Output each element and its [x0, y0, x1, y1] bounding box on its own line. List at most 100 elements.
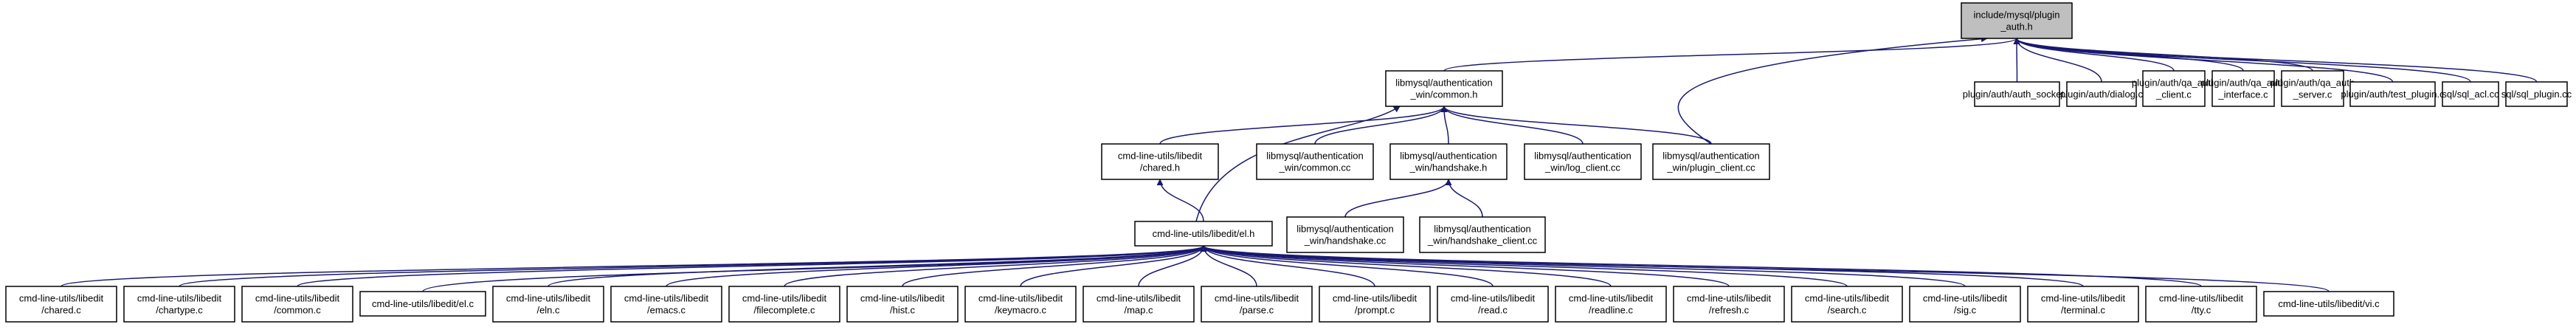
- node-box: [2281, 70, 2344, 107]
- edge-win-plugin-client-cc-to-plugin-auth-h: [1677, 35, 1988, 145]
- node-win-handshake-h[interactable]: libmysql/authentication_win/handshake.h: [1389, 143, 1508, 180]
- edge-sig-c-to-el-h: [1200, 245, 1966, 287]
- node-label: _win/handshake.cc: [1304, 235, 1387, 247]
- edge-eln-c-to-el-h: [548, 245, 1207, 287]
- node-plugin-auth-h[interactable]: include/mysql/plugin_auth.h: [1961, 2, 2073, 39]
- node-label: /chared.h: [1140, 162, 1180, 173]
- node-eln-c[interactable]: cmd-line-utils/libedit/eln.c: [492, 286, 604, 323]
- node-test-plugin-c[interactable]: plugin/auth/test_plugin.c: [2341, 81, 2445, 107]
- node-label: cmd-line-utils/libedit: [1805, 293, 1890, 304]
- node-map-c[interactable]: cmd-line-utils/libedit/map.c: [1082, 286, 1195, 323]
- edge-search-c-to-el-h: [1200, 245, 1848, 287]
- edge-read-c-to-el-h: [1200, 245, 1494, 287]
- node-emacs-c[interactable]: cmd-line-utils/libedit/emacs.c: [610, 286, 722, 323]
- node-win-log-client-cc[interactable]: libmysql/authentication_win/log_client.c…: [1524, 143, 1642, 180]
- node-label: libmysql/authentication: [1662, 151, 1760, 162]
- node-label: cmd-line-utils/libedit: [2159, 293, 2244, 304]
- node-qa-auth-interface-c[interactable]: plugin/auth/qa_auth_interface.c: [2201, 70, 2285, 107]
- node-el-c[interactable]: cmd-line-utils/libedit/el.c: [359, 291, 486, 317]
- node-common-c[interactable]: cmd-line-utils/libedit/common.c: [241, 286, 353, 323]
- node-label: /search.c: [1828, 305, 1867, 316]
- node-box: [1385, 70, 1503, 107]
- node-tty-c[interactable]: cmd-line-utils/libedit/tty.c: [2145, 286, 2257, 323]
- node-filecomplete-c[interactable]: cmd-line-utils/libedit/filecomplete.c: [728, 286, 840, 323]
- node-win-plugin-client-cc[interactable]: libmysql/authentication_win/plugin_clien…: [1652, 143, 1770, 180]
- node-label: sql/sql_plugin.cc: [2501, 89, 2572, 100]
- edge-el-h-to-win-common-h: [1195, 106, 1401, 222]
- node-label: cmd-line-utils/libedit: [1569, 293, 1654, 304]
- node-label: cmd-line-utils/libedit: [19, 293, 104, 304]
- node-win-handshake-cc[interactable]: libmysql/authentication_win/handshake.cc: [1286, 216, 1404, 253]
- node-label: plugin/auth/auth_socket.c: [1963, 89, 2072, 100]
- node-keymacro-c[interactable]: cmd-line-utils/libedit/keymacro.c: [964, 286, 1077, 323]
- node-win-common-h[interactable]: libmysql/authentication_win/common.h: [1385, 70, 1503, 107]
- node-search-c[interactable]: cmd-line-utils/libedit/search.c: [1791, 286, 1903, 323]
- node-dialog-c[interactable]: plugin/auth/dialog.c: [2060, 81, 2144, 107]
- node-box: [1673, 286, 1785, 323]
- node-label: libmysql/authentication: [1534, 151, 1631, 162]
- node-label: cmd-line-utils/libedit: [137, 293, 222, 304]
- node-label: libmysql/authentication: [1266, 151, 1364, 162]
- edge-common-c-to-el-h: [297, 245, 1207, 287]
- node-label: /chared.c: [41, 305, 81, 316]
- node-refresh-c[interactable]: cmd-line-utils/libedit/refresh.c: [1673, 286, 1785, 323]
- node-label: cmd-line-utils/libedit/el.h: [1153, 228, 1255, 239]
- node-box: [1974, 81, 2060, 107]
- node-box: [1082, 286, 1195, 323]
- node-label: cmd-line-utils/libedit/vi.c: [2278, 298, 2380, 309]
- edge-el-h-to-chared-h: [1156, 179, 1204, 222]
- node-label: cmd-line-utils/libedit: [2041, 293, 2126, 304]
- node-label: cmd-line-utils/libedit: [255, 293, 340, 304]
- edges-layer: [61, 35, 2538, 292]
- node-label: /hist.c: [890, 305, 915, 316]
- node-box: [1961, 2, 2073, 39]
- node-prompt-c[interactable]: cmd-line-utils/libedit/prompt.c: [1319, 286, 1431, 323]
- node-win-common-cc[interactable]: libmysql/authentication_win/common.cc: [1256, 143, 1374, 180]
- node-readline-c[interactable]: cmd-line-utils/libedit/readline.c: [1555, 286, 1667, 323]
- node-chared-h[interactable]: cmd-line-utils/libedit/chared.h: [1101, 143, 1219, 180]
- edge-vi-c-to-el-h: [1200, 245, 2330, 292]
- node-box: [964, 286, 1077, 323]
- node-box: [1909, 286, 2021, 323]
- node-chared-c[interactable]: cmd-line-utils/libedit/chared.c: [5, 286, 117, 323]
- node-box: [846, 286, 959, 323]
- node-terminal-c[interactable]: cmd-line-utils/libedit/terminal.c: [2027, 286, 2139, 323]
- node-label: /eln.c: [536, 305, 560, 316]
- node-win-handshake-client-cc[interactable]: libmysql/authentication_win/handshake_cl…: [1419, 216, 1546, 253]
- node-qa-auth-server-c[interactable]: plugin/auth/qa_auth_server.c: [2271, 70, 2355, 107]
- node-label: /chartype.c: [156, 305, 203, 316]
- node-el-h[interactable]: cmd-line-utils/libedit/el.h: [1134, 221, 1273, 247]
- node-sql-plugin-cc[interactable]: sql/sql_plugin.cc: [2501, 81, 2572, 107]
- node-label: _win/handshake.h: [1409, 162, 1488, 173]
- edge-emacs-c-to-el-h: [666, 245, 1207, 287]
- node-box: [2505, 81, 2568, 107]
- node-label: libmysql/authentication: [1395, 78, 1493, 89]
- edge-tty-c-to-el-h: [1200, 245, 2202, 287]
- node-hist-c[interactable]: cmd-line-utils/libedit/hist.c: [846, 286, 959, 323]
- node-sql-acl-cc[interactable]: sql/sql_acl.cc: [2442, 81, 2499, 107]
- edge-chared-h-to-win-common-h: [1159, 106, 1448, 145]
- node-parse-c[interactable]: cmd-line-utils/libedit/parse.c: [1201, 286, 1313, 323]
- node-box: [2145, 286, 2257, 323]
- edge-win-plugin-client-cc-to-win-common-h: [1440, 106, 1712, 145]
- node-label: cmd-line-utils/libedit: [1333, 293, 1418, 304]
- node-label: _server.c: [2293, 89, 2332, 100]
- node-box: [2066, 81, 2137, 107]
- edge-win-handshake-client-cc-to-win-handshake-h: [1445, 179, 1483, 218]
- node-read-c[interactable]: cmd-line-utils/libedit/read.c: [1437, 286, 1549, 323]
- node-box: [1201, 286, 1313, 323]
- node-chartype-c[interactable]: cmd-line-utils/libedit/chartype.c: [123, 286, 235, 323]
- node-label: cmd-line-utils/libedit: [860, 293, 945, 304]
- edge-prompt-c-to-el-h: [1200, 245, 1375, 287]
- node-sig-c[interactable]: cmd-line-utils/libedit/sig.c: [1909, 286, 2021, 323]
- node-label: cmd-line-utils/libedit: [978, 293, 1063, 304]
- node-label: /emacs.c: [647, 305, 686, 316]
- node-vi-c[interactable]: cmd-line-utils/libedit/vi.c: [2263, 291, 2394, 317]
- edge-refresh-c-to-el-h: [1200, 245, 1730, 287]
- node-box: [123, 286, 235, 323]
- node-label: plugin/auth/dialog.c: [2060, 89, 2144, 100]
- node-qa-auth-client-c[interactable]: plugin/auth/qa_auth_client.c: [2132, 70, 2216, 107]
- node-auth-socket-c[interactable]: plugin/auth/auth_socket.c: [1963, 81, 2072, 107]
- node-label: _win/plugin_client.cc: [1666, 162, 1755, 173]
